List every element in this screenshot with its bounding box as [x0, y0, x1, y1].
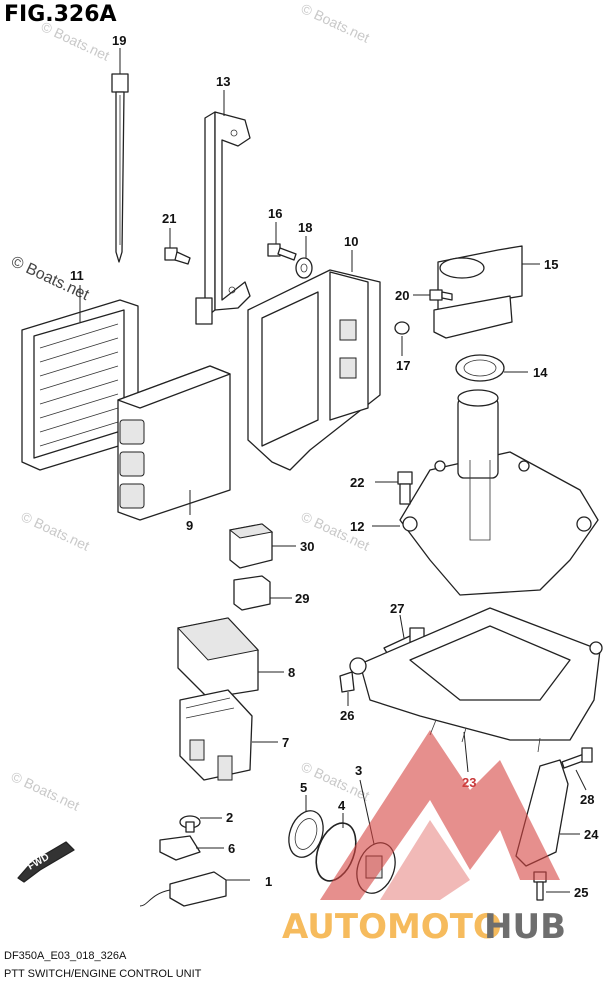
callout-28: 28 — [580, 792, 594, 807]
watermark: © Boats.net — [19, 508, 92, 554]
part-ptt-motor-housing — [399, 389, 599, 596]
callout-3: 3 — [355, 763, 362, 778]
callout-22: 22 — [350, 475, 364, 490]
callout-9: 9 — [186, 518, 193, 533]
part-cable-tie — [111, 73, 129, 263]
callout-2: 2 — [226, 810, 233, 825]
brand-text-part1: AUTOMOTO — [282, 907, 502, 947]
callout-21: 21 — [162, 211, 176, 226]
part-grommet — [295, 257, 313, 279]
callout-29: 29 — [295, 591, 309, 606]
part-bracket — [195, 111, 251, 325]
callout-30: 30 — [300, 539, 314, 554]
figure-caption: PTT SWITCH/ENGINE CONTROL UNIT — [4, 968, 202, 980]
callout-5: 5 — [300, 780, 307, 795]
part-cover-8 — [177, 617, 259, 699]
watermark: © Boats.net — [299, 0, 372, 46]
part-fuse-box — [179, 689, 253, 781]
part-connector-frame — [21, 299, 139, 471]
part-bolt-22 — [397, 471, 413, 505]
part-relay-29 — [233, 575, 271, 611]
callout-13: 13 — [216, 74, 230, 89]
part-mount-frame — [349, 607, 603, 753]
part-seal-ring — [455, 354, 505, 382]
part-nut-26 — [339, 671, 355, 693]
part-screw-2 — [179, 815, 201, 833]
part-ptt-switch — [433, 245, 523, 339]
callout-7: 7 — [282, 735, 289, 750]
callout-15: 15 — [544, 257, 558, 272]
part-relay-30 — [228, 523, 274, 569]
figure-code: DF350A_E03_018_326A — [4, 950, 127, 962]
callout-12: 12 — [350, 519, 364, 534]
callout-18: 18 — [298, 220, 312, 235]
callout-16: 16 — [268, 206, 282, 221]
part-seal-5 — [288, 810, 324, 858]
callout-27: 27 — [390, 601, 404, 616]
callout-layer: 1 2 3 4 5 6 7 8 9 10 11 12 13 14 15 16 1… — [26, 33, 599, 900]
callout-11: 11 — [70, 268, 84, 283]
brand-logo: AUTOMOTO HUB — [282, 730, 566, 947]
figure-title: FIG.326A — [4, 2, 117, 27]
callout-25: 25 — [574, 885, 588, 900]
callout-20: 20 — [395, 288, 409, 303]
part-clamp — [159, 835, 201, 861]
callout-24: 24 — [584, 827, 599, 842]
part-bolt-16 — [267, 243, 297, 261]
callout-10: 10 — [344, 234, 358, 249]
callout-14: 14 — [533, 365, 548, 380]
part-trim-switch — [139, 871, 227, 907]
fwd-arrow — [17, 841, 75, 883]
callout-6: 6 — [228, 841, 235, 856]
watermark: © Boats.net — [9, 768, 82, 814]
callout-26: 26 — [340, 708, 354, 723]
callout-1: 1 — [265, 874, 272, 889]
callout-8: 8 — [288, 665, 295, 680]
part-nut-17 — [394, 321, 410, 335]
brand-text-part2: HUB — [484, 907, 566, 947]
callout-17: 17 — [396, 358, 410, 373]
callout-19: 19 — [112, 33, 126, 48]
part-ecu-box — [117, 365, 231, 521]
part-bolt-21 — [164, 247, 191, 265]
part-ecu-holder — [247, 269, 381, 471]
part-bolt-28 — [561, 747, 593, 769]
callout-4: 4 — [338, 798, 346, 813]
